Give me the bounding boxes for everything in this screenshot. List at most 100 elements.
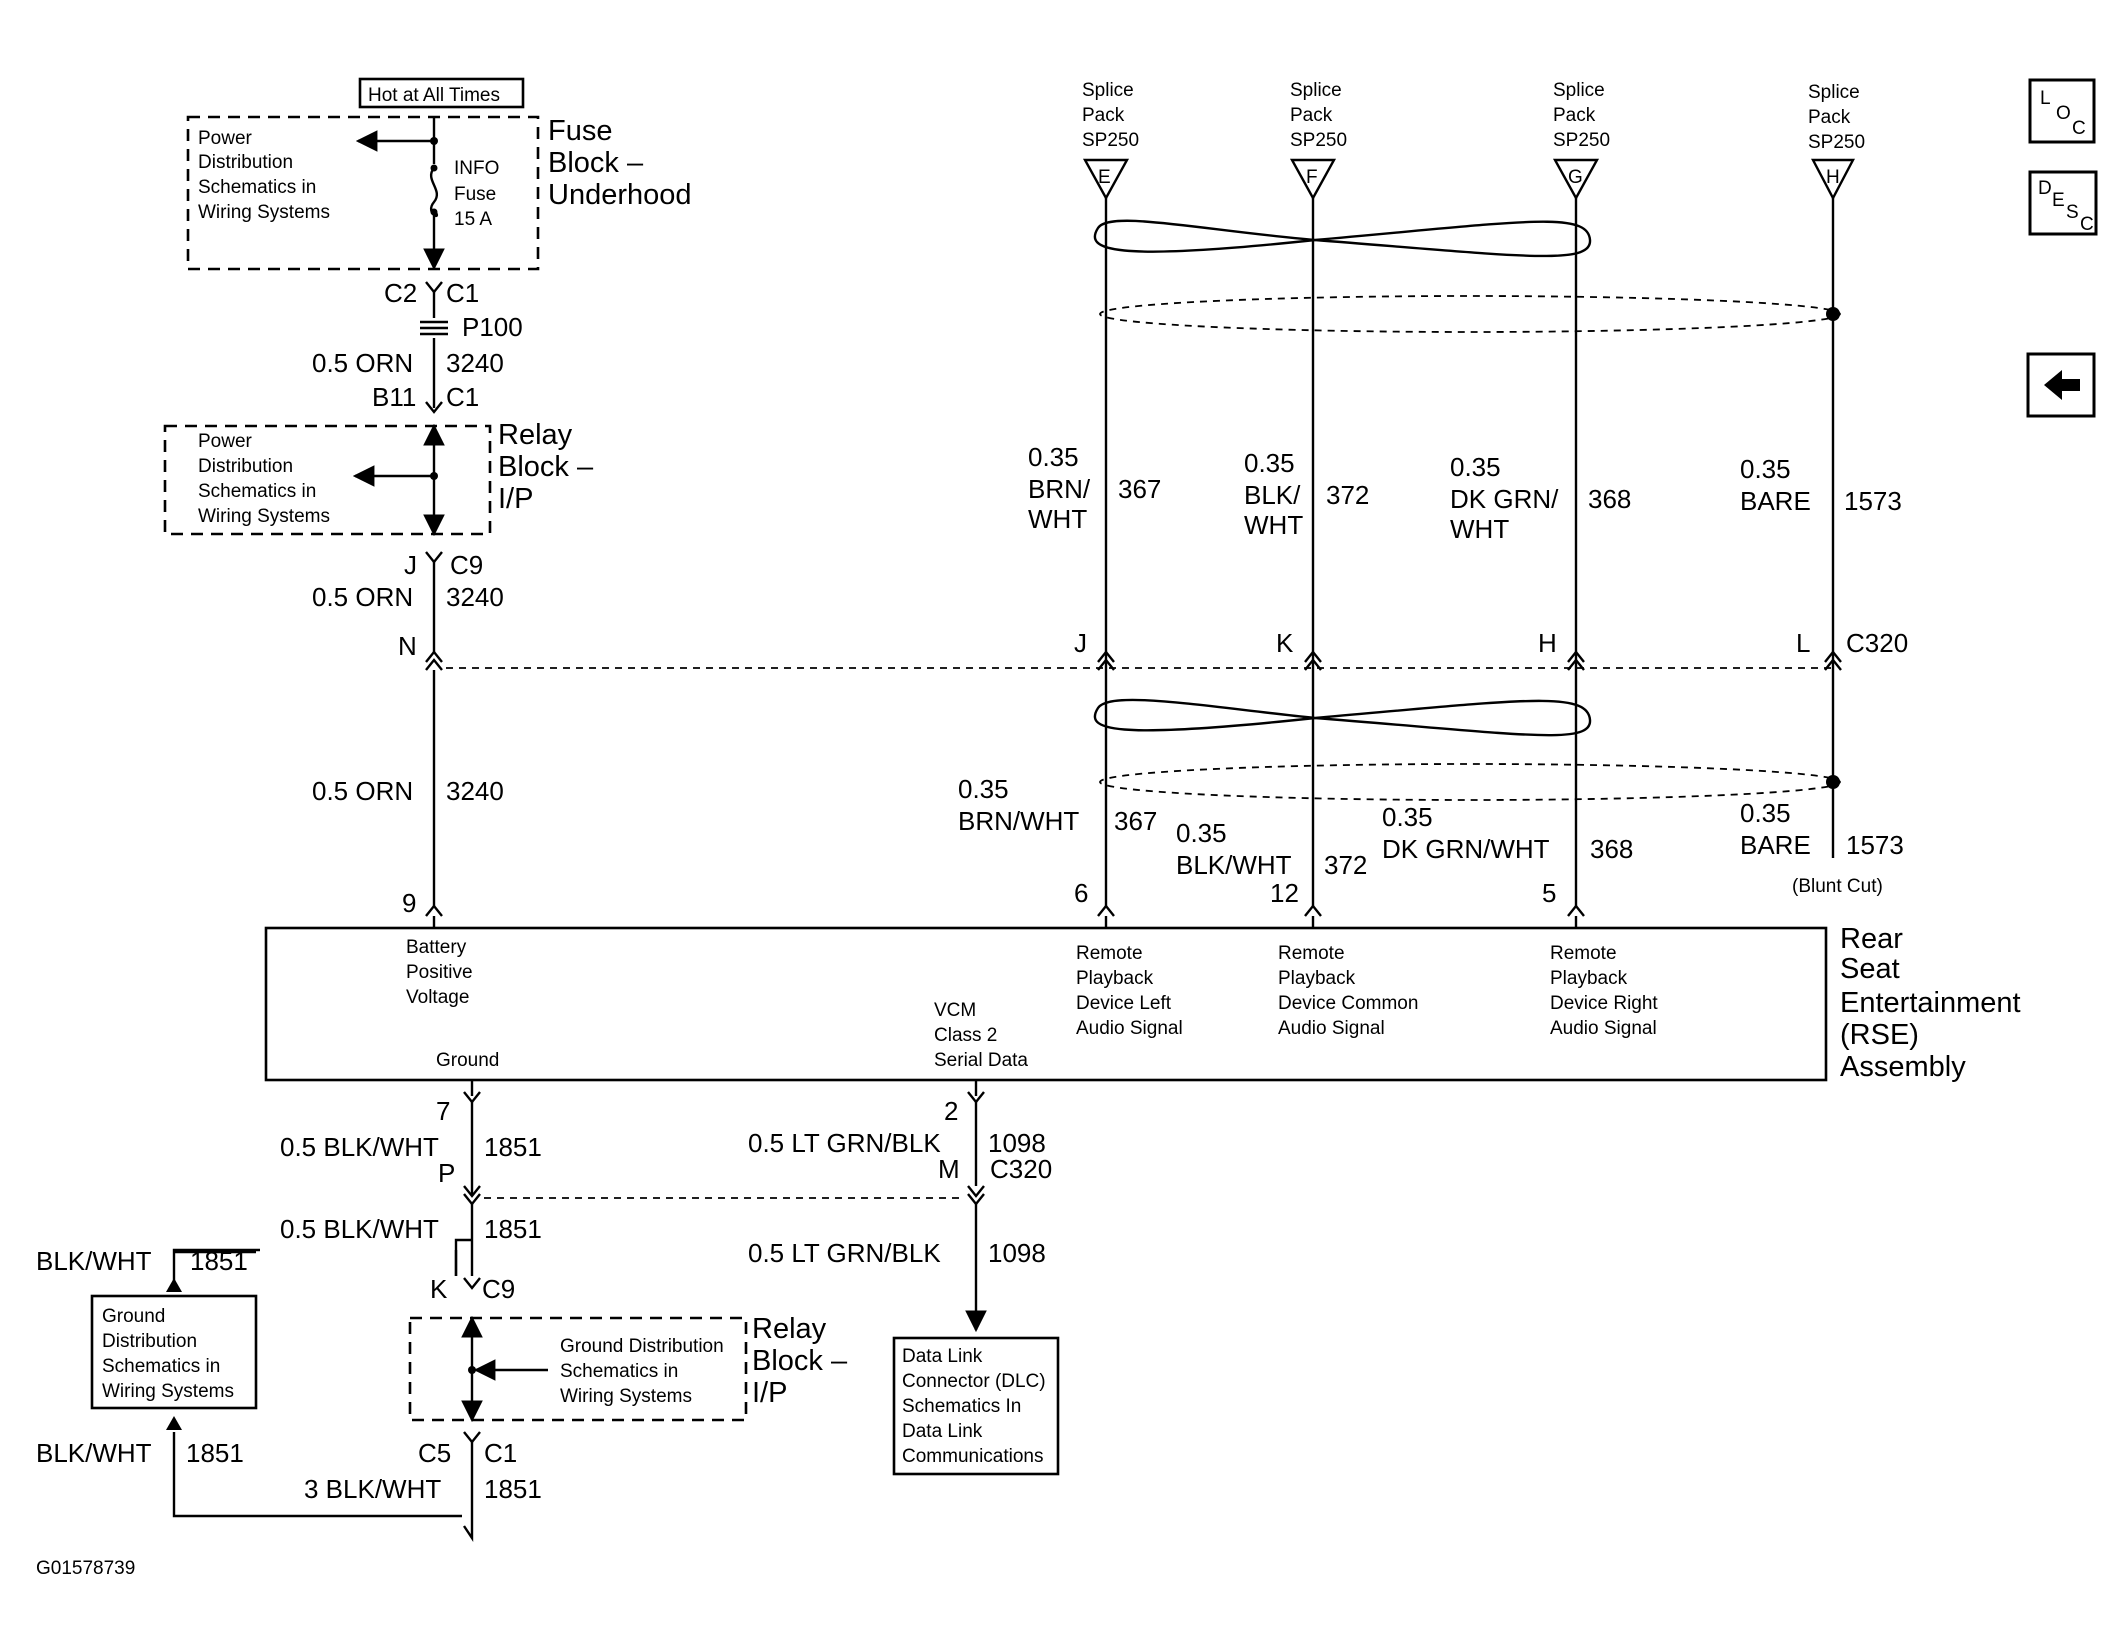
lw-1573-color: BARE bbox=[1740, 830, 1811, 860]
loc-letter-c: C bbox=[2072, 118, 2086, 139]
conn-k: K bbox=[430, 1274, 448, 1304]
pass-through-p100: P100 bbox=[462, 312, 523, 342]
back-button[interactable] bbox=[2026, 352, 2096, 418]
c320-k-symbol bbox=[1304, 650, 1322, 671]
dlc-ref-4: Data Link bbox=[902, 1421, 983, 1442]
lw-372-color: BLK/WHT bbox=[1176, 850, 1292, 880]
rse-rpl-4: Audio Signal bbox=[1076, 1018, 1183, 1039]
back-button-frame[interactable] bbox=[2026, 352, 2096, 418]
sp-h-line1: Splice bbox=[1808, 82, 1860, 103]
desc-button-frame[interactable] bbox=[2028, 170, 2098, 236]
fuse-label-3: 15 A bbox=[454, 209, 492, 230]
c320-j-symbol bbox=[1097, 650, 1115, 671]
fuse-block-underhood: Hot at All Times Fuse Block – Underhood … bbox=[186, 77, 692, 271]
gnd-wire-color-3: 3 BLK/WHT bbox=[304, 1474, 441, 1504]
relay-bot-ref-1: Ground Distribution bbox=[560, 1336, 724, 1357]
lw-1573-circuit: 1573 bbox=[1846, 830, 1904, 860]
sp-f-line2: Pack bbox=[1290, 105, 1333, 126]
rse-rpr-3: Device Right bbox=[1550, 993, 1658, 1014]
rse-rpc-4: Audio Signal bbox=[1278, 1018, 1385, 1039]
splice-pack-h: Splice Pack SP250 H bbox=[1808, 82, 1865, 201]
rse-name-3: Entertainment bbox=[1840, 987, 2021, 1019]
sp-h-triangle bbox=[1811, 158, 1855, 201]
gnd-jog bbox=[454, 1238, 472, 1276]
pin-5-symbol bbox=[1567, 904, 1585, 917]
relay-bot-splice bbox=[468, 1366, 476, 1374]
ground-ref-2: Distribution bbox=[102, 1331, 197, 1352]
ground-circuit: 7 0.5 BLK/WHT 1851 P 0.5 BLK/WHT 1851 K … bbox=[280, 1080, 964, 1304]
gnd-wire-circuit-2: 1851 bbox=[484, 1214, 542, 1244]
conn-c320-b: C320 bbox=[990, 1154, 1052, 1184]
wire-3240-color-3: 0.5 ORN bbox=[312, 776, 413, 806]
data-wire-circuit-1: 1098 bbox=[988, 1128, 1046, 1158]
loc-button[interactable]: L O C bbox=[2028, 78, 2096, 144]
gnd-left-top-color: BLK/WHT bbox=[36, 1246, 152, 1276]
loc-button-frame[interactable] bbox=[2028, 78, 2096, 144]
dlc-ref-1: Data Link bbox=[902, 1346, 983, 1367]
power-ref-4: Wiring Systems bbox=[198, 202, 330, 223]
power-ref-2: Distribution bbox=[198, 152, 293, 173]
sp-f-triangle bbox=[1289, 158, 1337, 201]
uw-1573-color: BARE bbox=[1740, 486, 1811, 516]
rse-rpr-4: Audio Signal bbox=[1550, 1018, 1657, 1039]
sp-e-line3: SP250 bbox=[1082, 130, 1139, 151]
uw-368-color1: DK GRN/ bbox=[1450, 484, 1559, 514]
uw-367-gauge: 0.35 bbox=[1028, 442, 1079, 472]
conn-k-symbol bbox=[463, 1277, 481, 1290]
ground-distribution-ref: Ground Distribution Schematics in Wiring… bbox=[90, 1294, 258, 1410]
gnd-top-left-arrow bbox=[166, 1278, 182, 1292]
rse-battery-1: Battery bbox=[406, 937, 467, 958]
conn-c1: C1 bbox=[446, 278, 479, 308]
rse-name-5: Assembly bbox=[1840, 1051, 1966, 1083]
sp-g-line1: Splice bbox=[1553, 80, 1605, 101]
gnd-wire-end bbox=[463, 1508, 474, 1542]
pin-7: 7 bbox=[436, 1096, 450, 1126]
fuse-label-2: Fuse bbox=[454, 184, 496, 205]
relay-top-name-1: Relay bbox=[498, 419, 573, 451]
gnd-left-top-circuit: 1851 bbox=[190, 1246, 248, 1276]
conn-b11: B11 bbox=[372, 382, 416, 412]
relay-top-name-2: Block – bbox=[498, 451, 594, 483]
gnd-top-left-wire bbox=[172, 1248, 458, 1290]
lw-368-gauge: 0.35 bbox=[1382, 802, 1433, 832]
wire-3240-color-1: 0.5 ORN bbox=[312, 348, 413, 378]
ground-ref-box bbox=[90, 1294, 258, 1410]
uw-372-color1: BLK/ bbox=[1244, 480, 1301, 510]
lw-367-gauge: 0.35 bbox=[958, 774, 1009, 804]
uw-1573-gauge: 0.35 bbox=[1740, 454, 1791, 484]
conn-p: P bbox=[438, 1158, 455, 1188]
rse-rpc-2: Playback bbox=[1278, 968, 1356, 989]
relay-top-ref-3: Schematics in bbox=[198, 481, 316, 502]
dlc-ref: Data Link Connector (DLC) Schematics In … bbox=[892, 1336, 1060, 1476]
sp-h-line3: SP250 bbox=[1808, 132, 1865, 153]
desc-letter-e: E bbox=[2052, 190, 2065, 211]
fuse-block-name-3: Underhood bbox=[548, 179, 692, 211]
uw-368-gauge: 0.35 bbox=[1450, 452, 1501, 482]
data-wire-circuit-2: 1098 bbox=[988, 1238, 1046, 1268]
lw-372-pin: 12 bbox=[1270, 878, 1299, 908]
relay-block-bottom-dashed-box bbox=[408, 1316, 748, 1422]
rse-rpc-1: Remote bbox=[1278, 943, 1345, 964]
fuse-block-name-2: Block – bbox=[548, 147, 644, 179]
lw-372-gauge: 0.35 bbox=[1176, 818, 1227, 848]
wire-3240-color-2: 0.5 ORN bbox=[312, 582, 413, 612]
conn-b11-symbol bbox=[425, 401, 443, 414]
uw-372-color2: WHT bbox=[1244, 510, 1303, 540]
relay-top-ref-4: Wiring Systems bbox=[198, 506, 330, 527]
sp-g-triangle bbox=[1552, 158, 1600, 201]
conn-c1-b: C1 bbox=[446, 382, 479, 412]
uw-1573-circuit: 1573 bbox=[1844, 486, 1902, 516]
rse-rpr-2: Playback bbox=[1550, 968, 1628, 989]
loc-letter-o: O bbox=[2056, 103, 2071, 124]
lw-372-circuit: 372 bbox=[1324, 850, 1367, 880]
splice-pack-g: Splice Pack SP250 G bbox=[1552, 80, 1610, 201]
conn-j-symbol bbox=[425, 551, 443, 564]
gnd-wire-circuit-3: 1851 bbox=[484, 1474, 542, 1504]
c320-pin-h: H bbox=[1538, 628, 1557, 658]
desc-button[interactable]: D E S C bbox=[2028, 170, 2098, 236]
rse-vcm-1: VCM bbox=[934, 1000, 976, 1021]
power-ref-3: Schematics in bbox=[198, 177, 316, 198]
lw-1573-blunt-cut: (Blunt Cut) bbox=[1792, 876, 1883, 897]
conn-m-symbol bbox=[967, 1185, 985, 1206]
sp-g-line2: Pack bbox=[1553, 105, 1596, 126]
